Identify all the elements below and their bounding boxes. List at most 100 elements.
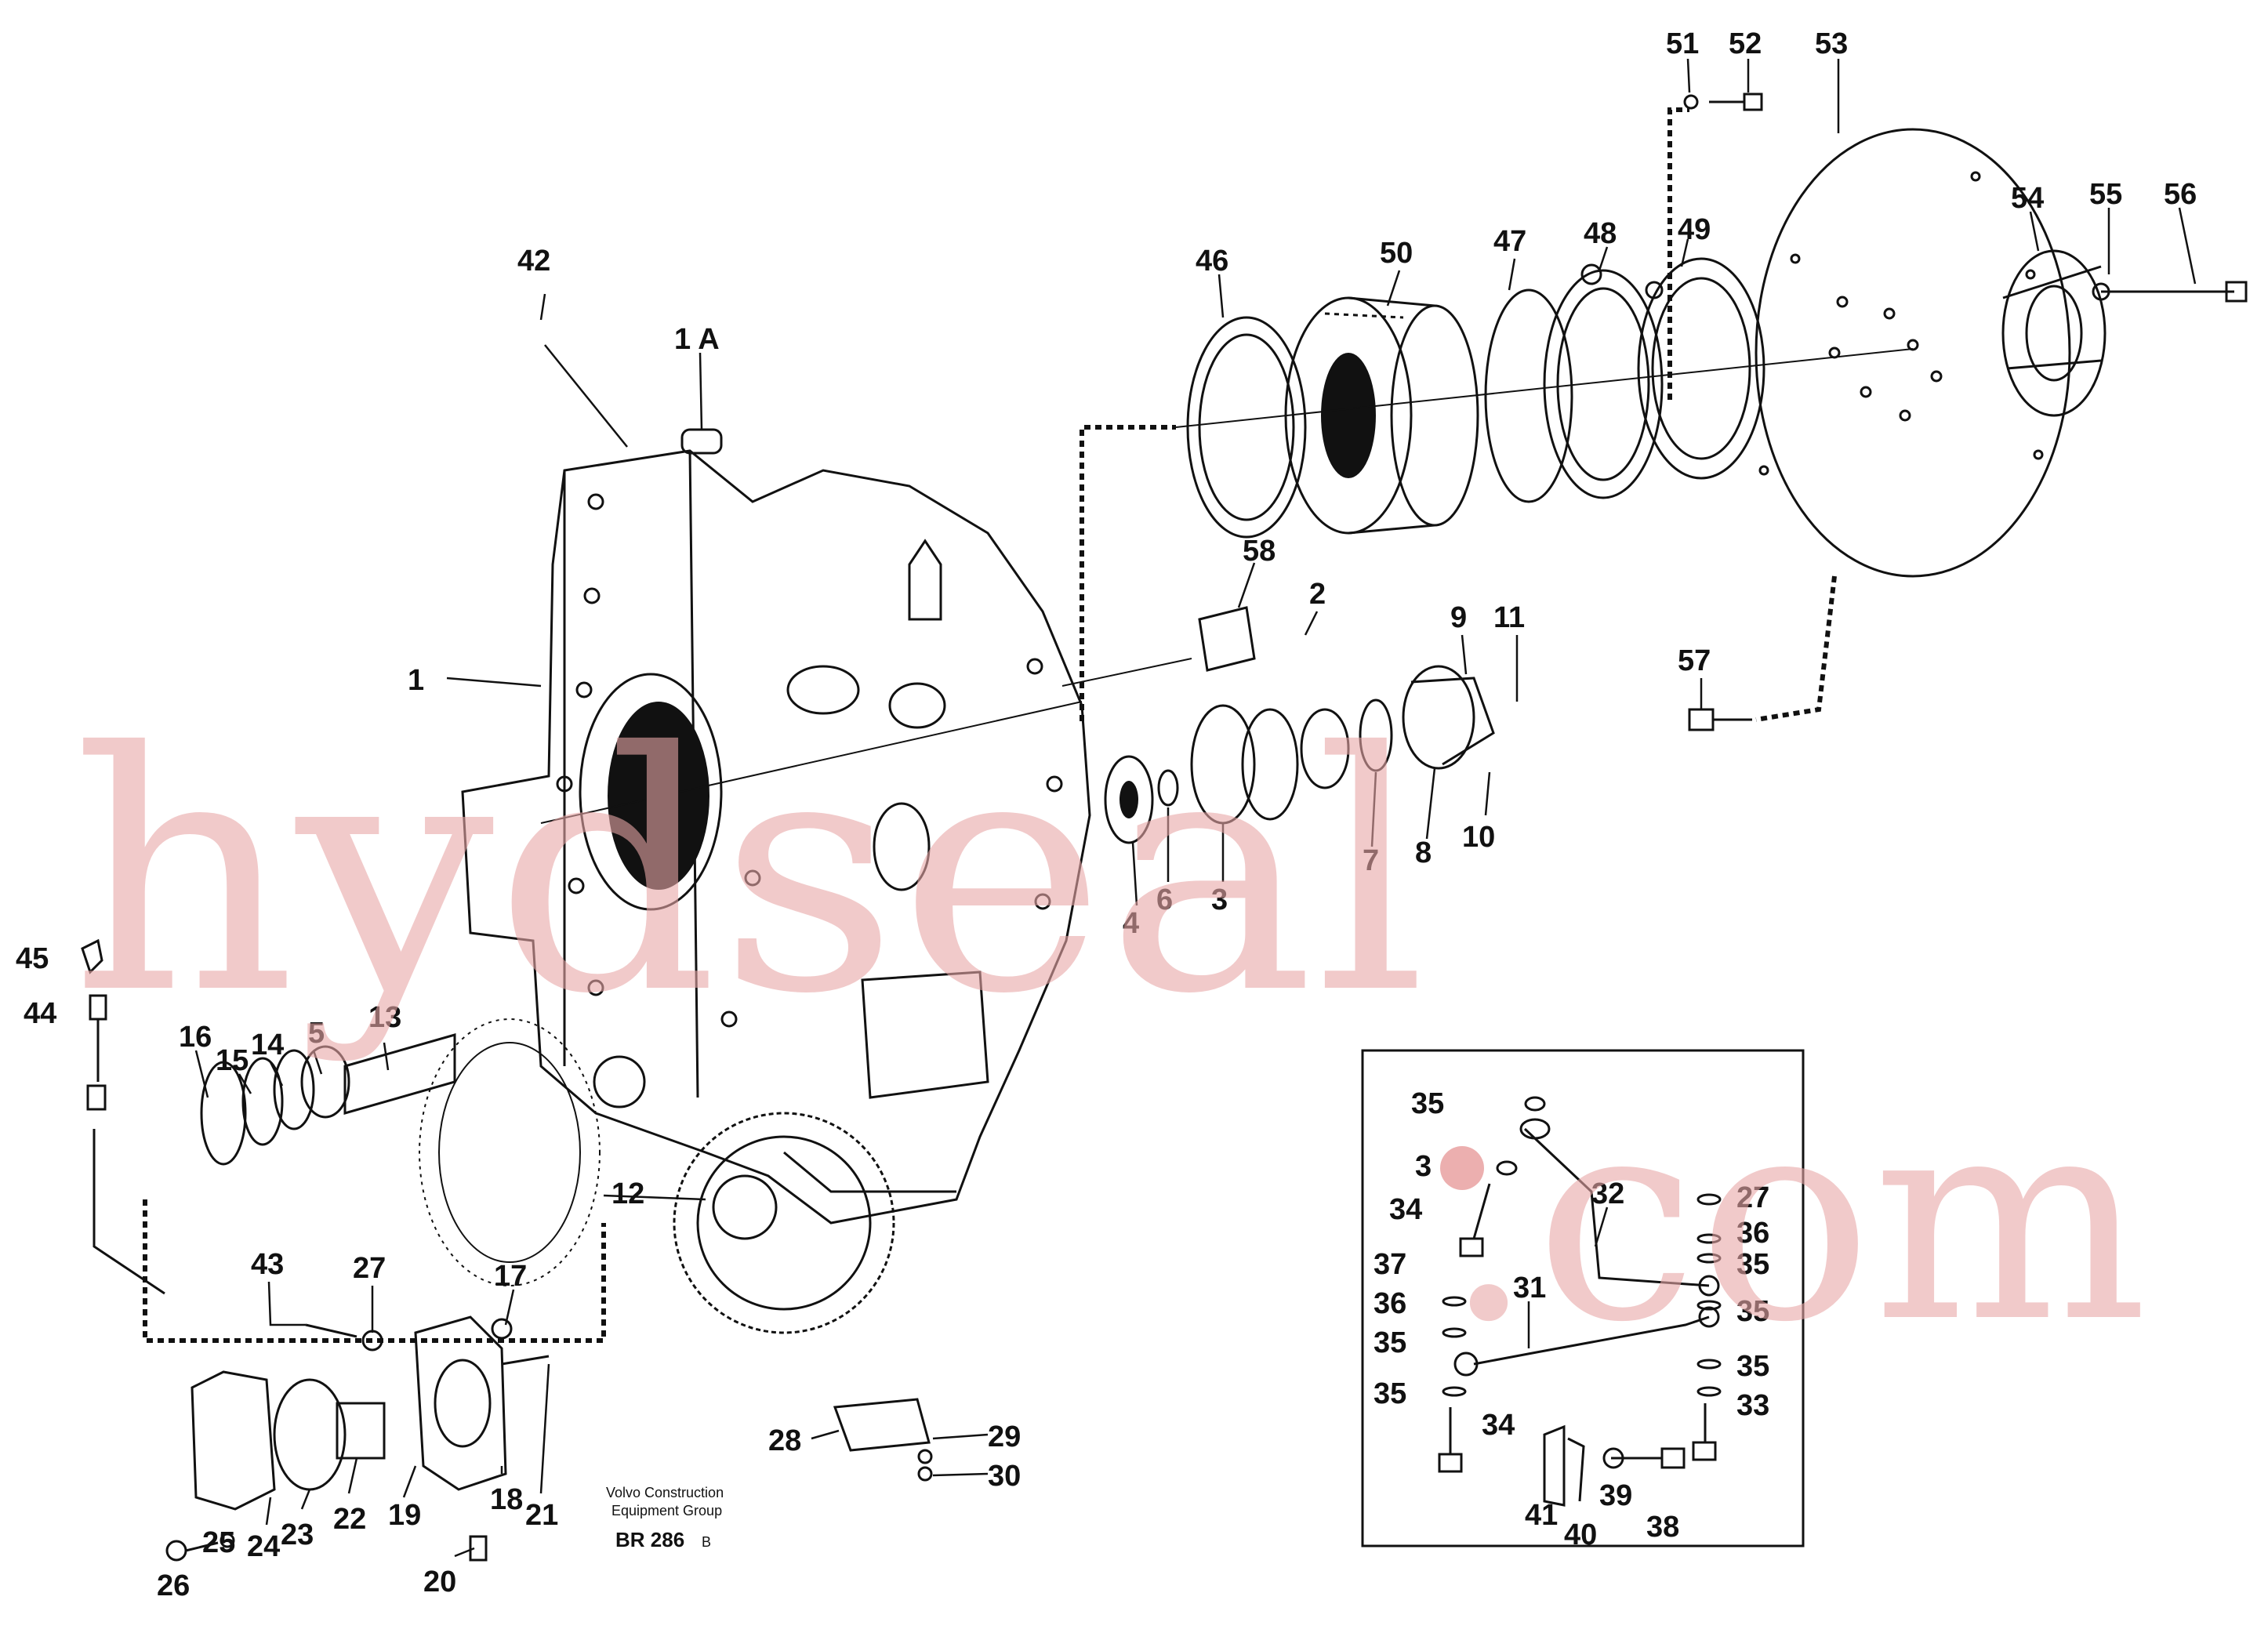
callout-51: 51 — [1666, 27, 1699, 60]
assembly-axis — [540, 658, 1192, 824]
callout-14: 14 — [251, 1029, 284, 1061]
credit-code-suffix: B — [702, 1534, 711, 1550]
callout-6: 6 — [1156, 883, 1173, 916]
hub-plate-54 — [2001, 249, 2107, 417]
callout-42: 42 — [517, 245, 550, 278]
callout-26: 26 — [157, 1569, 190, 1602]
seal-ring-46 — [1186, 316, 1307, 539]
callout-5: 5 — [308, 1017, 325, 1050]
watermark-dot — [1440, 1146, 1484, 1190]
callout-34a: 34 — [1389, 1193, 1422, 1226]
callout-29: 29 — [988, 1420, 1021, 1453]
callout-54: 54 — [2011, 182, 2044, 215]
detail-inset-frame — [1361, 1049, 1805, 1547]
callout-33: 33 — [1736, 1389, 1769, 1422]
callout-36b: 36 — [1374, 1287, 1406, 1320]
dashed-path-left — [143, 1199, 606, 1343]
callout-1a: 1 A — [674, 323, 720, 356]
callout-24: 24 — [247, 1530, 280, 1563]
callout-36a: 36 — [1736, 1217, 1769, 1250]
callout-30: 30 — [988, 1460, 1021, 1493]
cover-28 — [833, 1398, 933, 1482]
flange-8 — [1402, 665, 1495, 770]
callout-12: 12 — [611, 1177, 644, 1210]
callout-44: 44 — [24, 997, 56, 1030]
callout-17: 17 — [494, 1260, 527, 1293]
bearing-4 — [1104, 755, 1154, 844]
callout-31: 31 — [1513, 1272, 1546, 1304]
callout-18: 18 — [490, 1483, 523, 1516]
callout-4: 4 — [1123, 907, 1139, 940]
manufacturer-credit: Volvo Construction Equipment Group BR 28… — [606, 1485, 724, 1551]
callout-45: 45 — [16, 942, 49, 975]
callout-35f: 35 — [1374, 1377, 1406, 1410]
callout-53: 53 — [1815, 27, 1848, 60]
callout-41: 41 — [1525, 1499, 1558, 1532]
callout-9: 9 — [1450, 601, 1467, 634]
callout-55: 55 — [2089, 178, 2122, 211]
callout-35c: 35 — [1374, 1326, 1406, 1359]
callout-28: 28 — [768, 1424, 801, 1457]
dashed-path-center — [1080, 425, 1176, 721]
callout-8: 8 — [1415, 836, 1432, 869]
callout-35d: 35 — [1736, 1295, 1769, 1328]
callout-27b: 27 — [1736, 1181, 1769, 1214]
callout-52: 52 — [1729, 27, 1762, 60]
callout-10: 10 — [1462, 821, 1495, 854]
callout-50: 50 — [1380, 237, 1413, 270]
callout-40: 40 — [1564, 1518, 1597, 1551]
fitting-45-44 — [81, 938, 165, 1295]
pump-shaft-group — [200, 1033, 646, 1166]
callout-22: 22 — [333, 1503, 366, 1536]
callout-43: 43 — [251, 1248, 284, 1281]
snap-ring-7 — [1359, 698, 1393, 772]
callout-35a: 35 — [1411, 1087, 1444, 1120]
watermark: hydseal .com — [71, 683, 2148, 1384]
assembly-axis-upper — [1175, 348, 1914, 428]
callout-35e: 35 — [1736, 1350, 1769, 1383]
callout-15: 15 — [216, 1044, 249, 1077]
phantom-gear — [419, 1018, 601, 1286]
screw-51-52 — [1683, 93, 1763, 111]
linkage-31-32 — [1453, 1118, 1720, 1377]
callout-20: 20 — [423, 1566, 456, 1598]
callout-58: 58 — [1243, 535, 1276, 568]
leader-lines — [194, 58, 2197, 1558]
bearing-ring-49 — [1637, 257, 1765, 480]
callout-56: 56 — [2164, 178, 2197, 211]
inset-bolts — [1438, 1096, 1722, 1507]
cap-58 — [1198, 606, 1256, 672]
callout-57: 57 — [1678, 644, 1711, 677]
gear-hub-50 — [1284, 296, 1479, 535]
drive-gear — [673, 1112, 895, 1334]
watermark-suffix: .com — [1442, 1055, 2148, 1384]
housing-part-1 — [461, 428, 1091, 1225]
callout-19: 19 — [388, 1499, 421, 1532]
callout-48: 48 — [1584, 217, 1617, 250]
callout-3: 3 — [1211, 883, 1228, 916]
watermark-main: hydseal — [71, 683, 1427, 1066]
callout-13: 13 — [368, 1001, 401, 1034]
callout-16: 16 — [179, 1021, 212, 1054]
callout-7: 7 — [1363, 844, 1379, 877]
callout-23: 23 — [281, 1518, 314, 1551]
callout-2: 2 — [1309, 578, 1326, 611]
credit-code: BR 286 — [615, 1528, 684, 1551]
bolt-57 — [1688, 708, 1752, 731]
callout-3b: 3 — [1415, 1150, 1432, 1183]
callout-37: 37 — [1374, 1248, 1406, 1281]
bolt-56 — [2092, 281, 2248, 303]
callout-labels: 42 1 A 1 46 50 47 48 49 51 52 53 54 55 5… — [16, 27, 2197, 1602]
credit-line-1: Volvo Construction — [606, 1485, 724, 1500]
dashed-path-right — [1755, 575, 1837, 722]
bearing-mid — [1300, 708, 1350, 789]
callout-27a: 27 — [353, 1252, 386, 1285]
callout-25: 25 — [202, 1526, 235, 1559]
callout-47: 47 — [1493, 225, 1526, 258]
o-ring-47 — [1484, 288, 1573, 503]
callout-35b: 35 — [1736, 1248, 1769, 1281]
callout-1: 1 — [408, 664, 424, 697]
callout-32: 32 — [1591, 1177, 1624, 1210]
dashed-path-top — [1667, 107, 1689, 400]
